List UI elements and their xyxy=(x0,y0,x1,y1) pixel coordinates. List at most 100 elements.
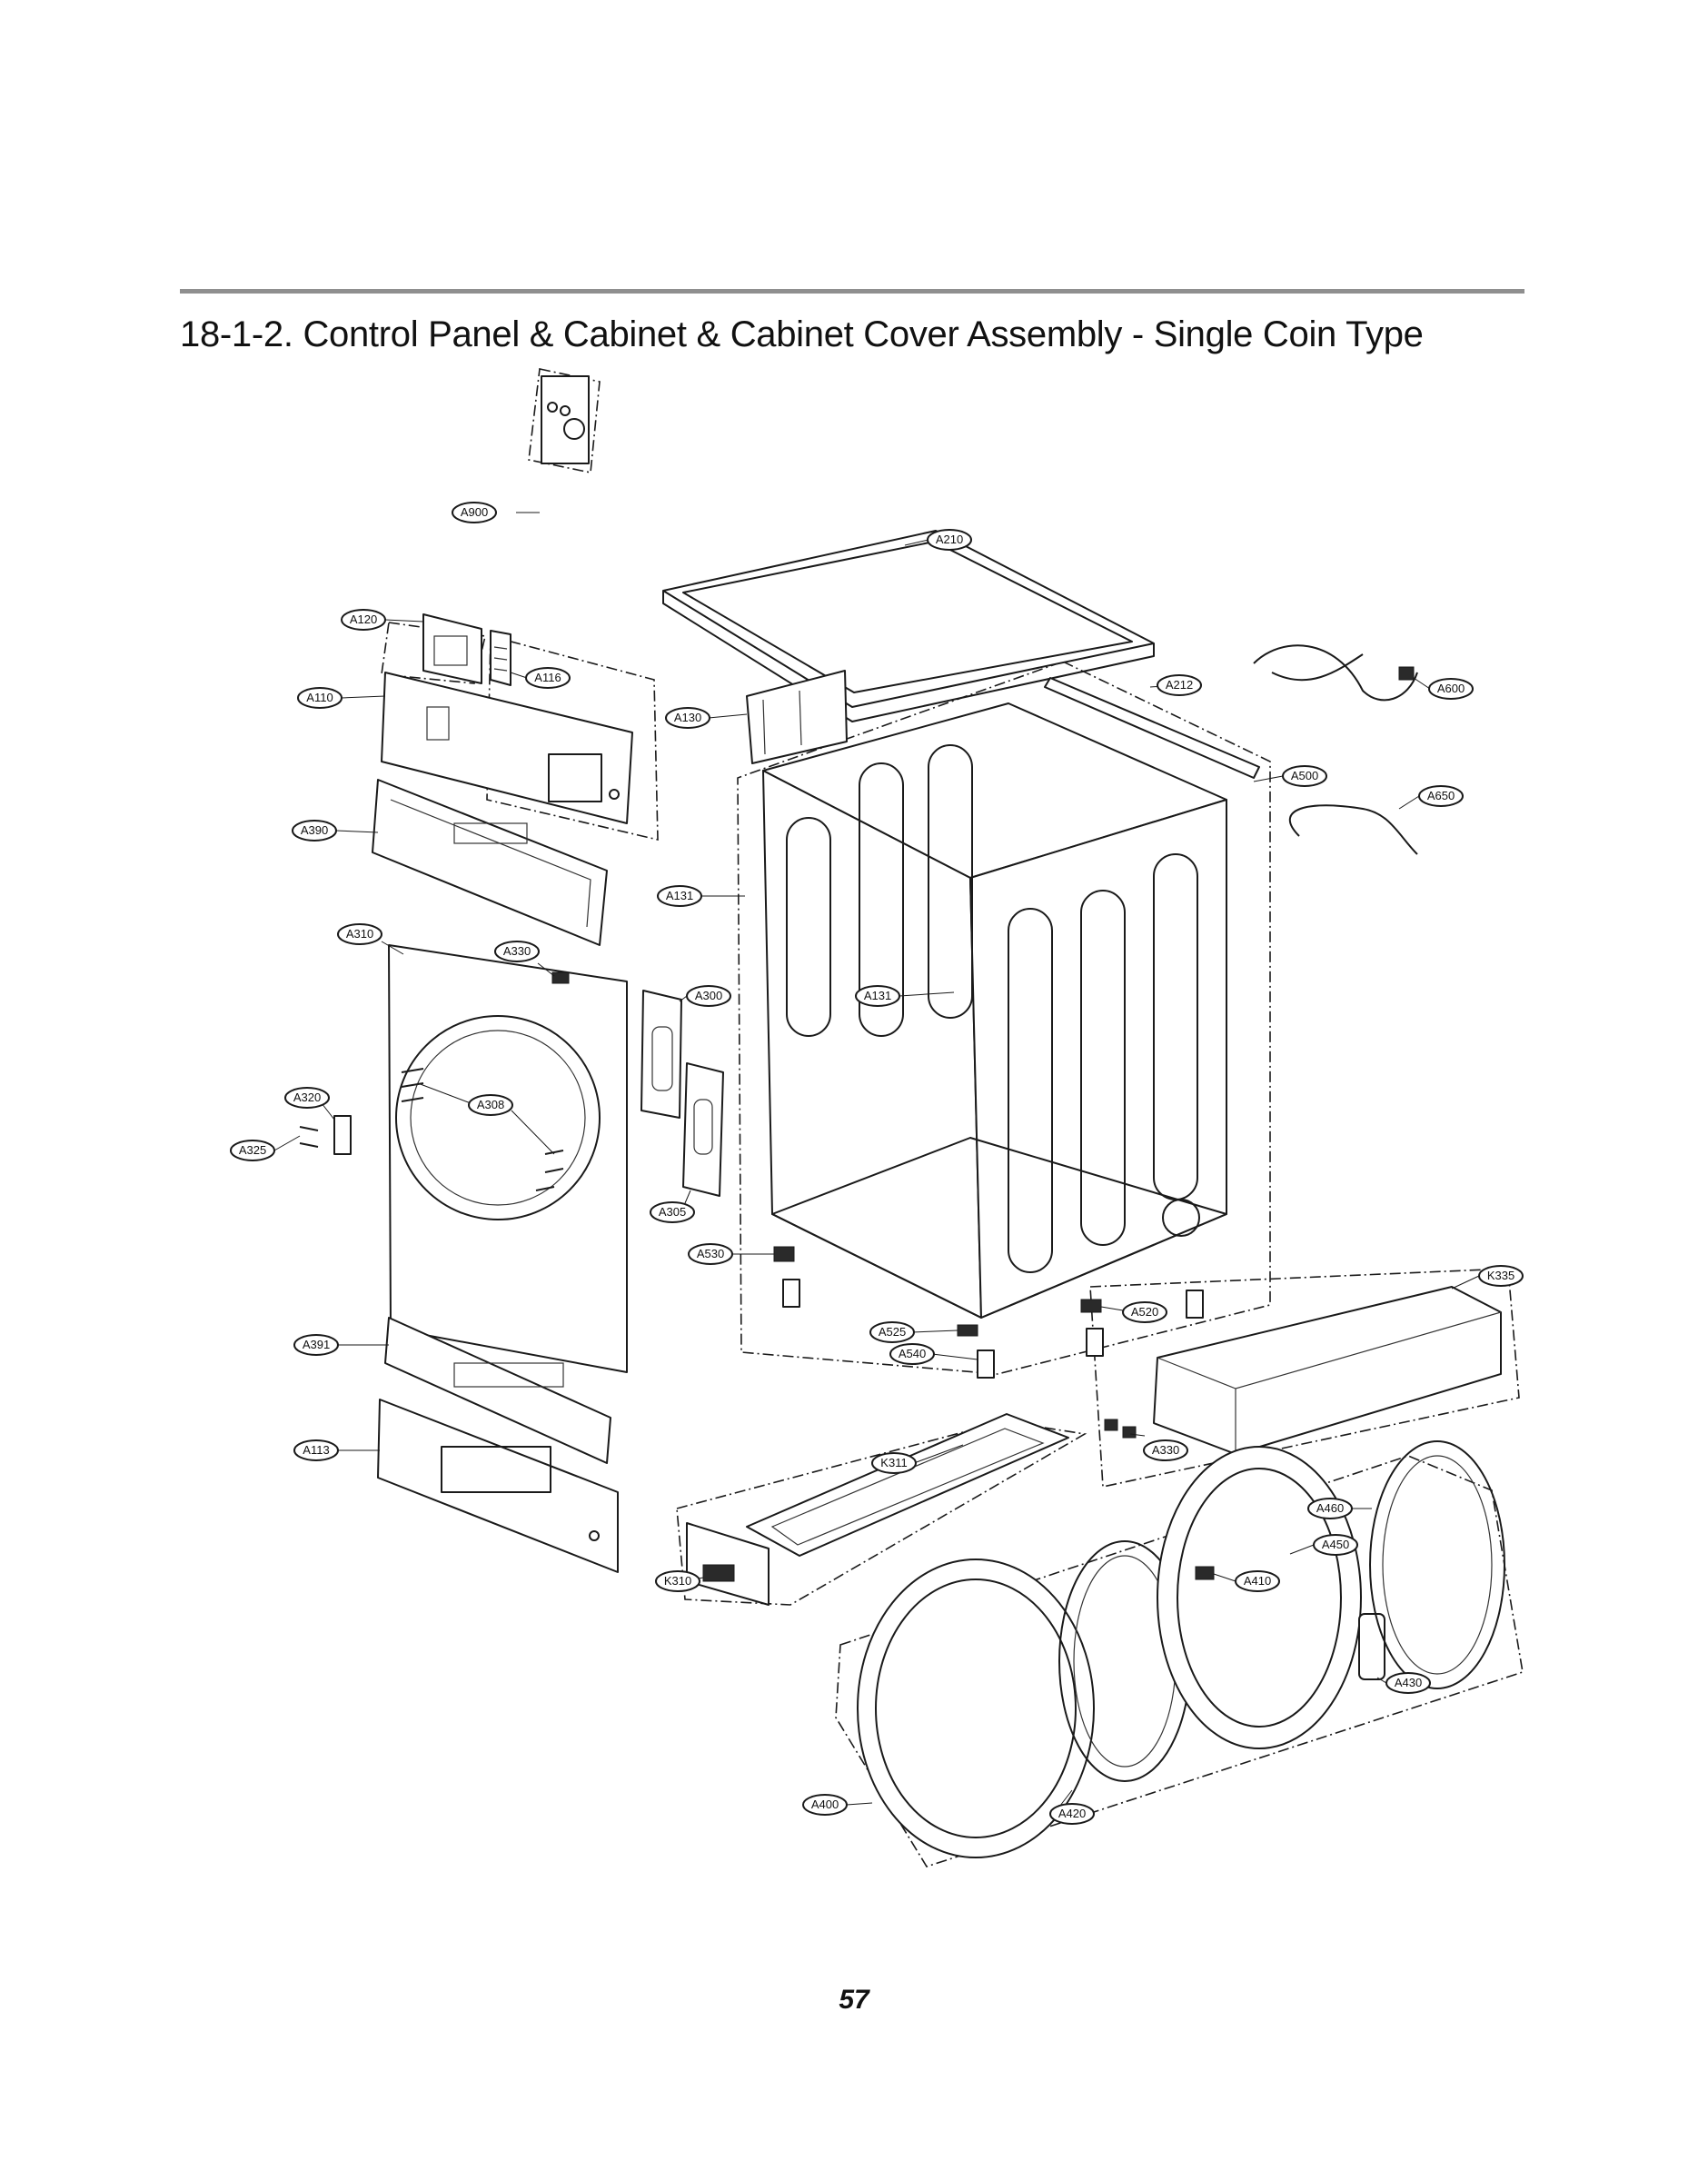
part-a400 xyxy=(857,1559,1095,1858)
callout-a212-label: A212 xyxy=(1166,678,1193,692)
part-a900 xyxy=(541,375,590,464)
page-title: 18-1-2. Control Panel & Cabinet & Cabine… xyxy=(180,314,1424,354)
part-a113 xyxy=(377,1399,619,1573)
callout-a460-label: A460 xyxy=(1316,1501,1344,1515)
part-a212 xyxy=(1044,677,1260,779)
callout-a600-label: A600 xyxy=(1437,682,1465,695)
callout-a330-bottom-label: A330 xyxy=(1152,1443,1179,1457)
callout-a450: A450 xyxy=(1313,1534,1358,1556)
callout-a113-label: A113 xyxy=(303,1443,329,1457)
part-a305 xyxy=(682,1062,724,1197)
callout-a900: A900 xyxy=(452,502,497,523)
part-a540-feet xyxy=(782,1279,1204,1379)
callout-k311-label: K311 xyxy=(880,1456,907,1469)
callout-a520: A520 xyxy=(1122,1301,1167,1323)
callout-a300: A300 xyxy=(686,985,731,1007)
callout-a305-label: A305 xyxy=(659,1205,686,1219)
callout-a390-label: A390 xyxy=(301,823,328,837)
callout-a130-label: A130 xyxy=(674,711,701,724)
header-rule xyxy=(180,289,1524,294)
callout-a131-left: A131 xyxy=(657,885,702,907)
callout-a430-label: A430 xyxy=(1395,1676,1422,1689)
callout-k335: K335 xyxy=(1478,1265,1524,1287)
callout-a400: A400 xyxy=(802,1794,848,1816)
part-a520 xyxy=(1080,1299,1102,1313)
callout-a212: A212 xyxy=(1157,674,1202,696)
callout-a420: A420 xyxy=(1049,1803,1095,1825)
part-k335 xyxy=(1153,1286,1502,1455)
callout-a116-label: A116 xyxy=(534,671,561,684)
callout-a410-label: A410 xyxy=(1244,1574,1271,1588)
callout-a325-label: A325 xyxy=(239,1143,266,1157)
part-k311 xyxy=(746,1413,1069,1557)
callout-a650: A650 xyxy=(1418,785,1464,807)
part-a530 xyxy=(773,1246,795,1262)
part-a390 xyxy=(372,779,608,946)
callout-a310-label: A310 xyxy=(346,927,373,941)
part-a650 xyxy=(1288,804,1418,855)
callout-a113: A113 xyxy=(293,1439,339,1461)
callout-a390: A390 xyxy=(292,820,337,842)
callout-a131-right-label: A131 xyxy=(864,989,891,1002)
page-number: 57 xyxy=(839,1985,869,2015)
part-a330-top xyxy=(551,971,570,984)
callout-a540-label: A540 xyxy=(899,1347,926,1360)
part-a116 xyxy=(490,630,511,686)
callout-a300-label: A300 xyxy=(695,989,722,1002)
callout-a131-right: A131 xyxy=(855,985,900,1007)
callout-a525: A525 xyxy=(869,1321,915,1343)
part-k310 xyxy=(686,1522,770,1606)
callout-a410: A410 xyxy=(1235,1570,1280,1592)
callout-a131-left-label: A131 xyxy=(666,889,693,902)
callout-a530-label: A530 xyxy=(697,1247,724,1260)
callout-a210: A210 xyxy=(927,529,972,551)
callout-a400-label: A400 xyxy=(811,1798,839,1811)
callout-k335-label: K335 xyxy=(1487,1269,1514,1282)
callout-a391-label: A391 xyxy=(303,1338,330,1351)
part-a325 xyxy=(299,1126,319,1148)
callout-a525-label: A525 xyxy=(879,1325,906,1339)
callout-a310: A310 xyxy=(337,923,382,945)
callout-a650-label: A650 xyxy=(1427,789,1455,802)
callout-a325: A325 xyxy=(230,1140,275,1161)
part-a525 xyxy=(957,1324,978,1337)
part-a391 xyxy=(384,1317,611,1464)
callout-a308-label: A308 xyxy=(477,1098,504,1111)
part-a410 xyxy=(1195,1566,1215,1580)
callout-a500: A500 xyxy=(1282,765,1327,787)
callout-a120: A120 xyxy=(341,609,386,631)
part-a430 xyxy=(1358,1613,1385,1680)
part-a120 xyxy=(422,613,482,684)
callout-a320: A320 xyxy=(284,1087,330,1109)
callout-a130: A130 xyxy=(665,707,710,729)
callout-a330-top-label: A330 xyxy=(503,944,531,958)
callout-a110: A110 xyxy=(297,687,343,709)
callout-a600: A600 xyxy=(1428,678,1474,700)
part-a110 xyxy=(381,672,633,824)
callout-a120-label: A120 xyxy=(350,612,377,626)
callout-a430: A430 xyxy=(1385,1672,1431,1694)
part-a460 xyxy=(1369,1440,1505,1689)
part-a320 xyxy=(333,1115,352,1155)
callout-a110-label: A110 xyxy=(306,691,333,704)
callout-a520-label: A520 xyxy=(1131,1305,1158,1319)
part-a450 xyxy=(1157,1446,1362,1749)
callout-a450-label: A450 xyxy=(1322,1538,1349,1551)
callout-k311: K311 xyxy=(871,1452,917,1474)
part-a600 xyxy=(1253,644,1418,702)
part-a210 xyxy=(662,530,1155,722)
part-a310 xyxy=(388,944,628,1373)
cabinet-body xyxy=(762,702,1227,1319)
callout-a530: A530 xyxy=(688,1243,733,1265)
callout-k310-label: K310 xyxy=(664,1574,691,1588)
callout-a308: A308 xyxy=(468,1094,513,1116)
callout-a210-label: A210 xyxy=(936,533,963,546)
callout-a330-bottom: A330 xyxy=(1143,1439,1188,1461)
callout-a420-label: A420 xyxy=(1058,1807,1086,1820)
callout-a116: A116 xyxy=(525,667,571,689)
callout-a500-label: A500 xyxy=(1291,769,1318,782)
part-a300 xyxy=(640,990,682,1119)
part-a130 xyxy=(746,670,848,764)
callout-a540: A540 xyxy=(889,1343,935,1365)
